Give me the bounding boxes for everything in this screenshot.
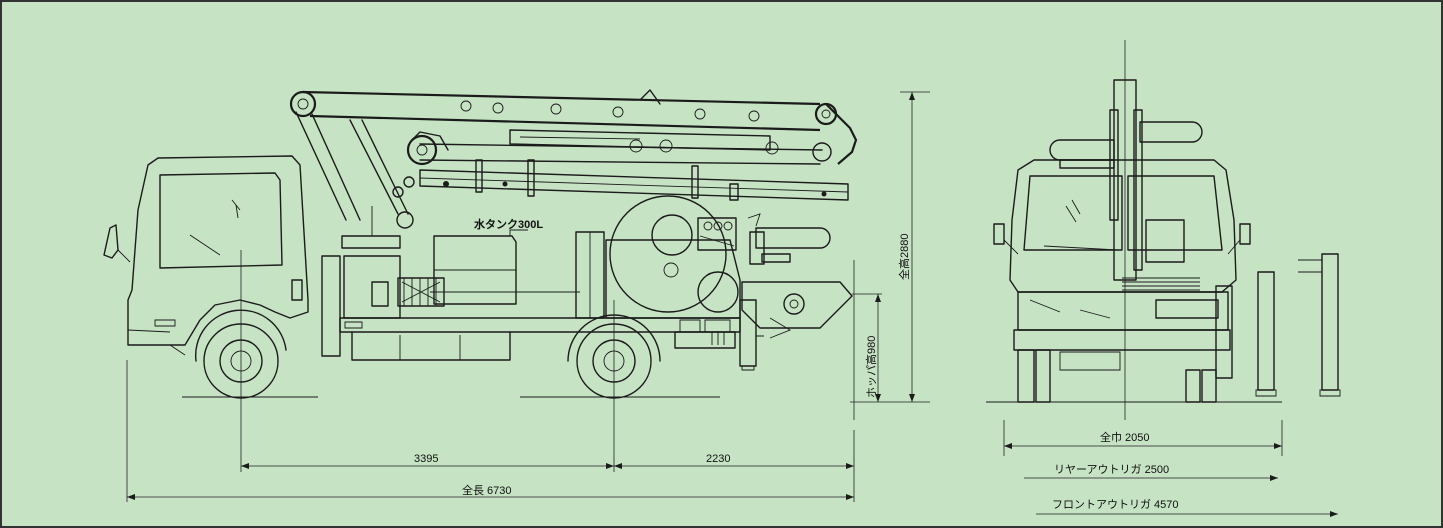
wheelbase-label: 3395 [414,453,438,465]
water-tank: 水タンク300L [430,217,580,305]
front-outrigger-label: フロントアウトリガ 4570 [1052,498,1179,511]
rear-overhang-label: 2230 [706,453,730,465]
front-view [986,40,1341,420]
turret [341,235,445,319]
side-dimensions: 3395 2230 全長 6730 全高2880 ホッパ高980 [127,91,930,500]
water-tank-label: 水タンク300L [474,217,543,231]
side-view: 水タンク300L [103,89,858,502]
outriggers-side [321,255,757,371]
boom [289,89,858,236]
front-dimensions: 全巾 2050 リヤーアウトリガ 2500 フロントアウトリガ 4570 [1003,420,1338,517]
overall-height-label: 全高2880 [897,234,911,280]
overall-length-label: 全長 6730 [462,483,512,497]
pump-machinery [575,195,853,339]
overall-width-label: 全巾 2050 [1100,430,1150,444]
chassis [339,317,741,361]
hopper-height-label: ホッパ高980 [864,336,878,398]
truck-cab [103,155,309,356]
rear-outrigger-label: リヤーアウトリガ 2500 [1054,463,1169,476]
